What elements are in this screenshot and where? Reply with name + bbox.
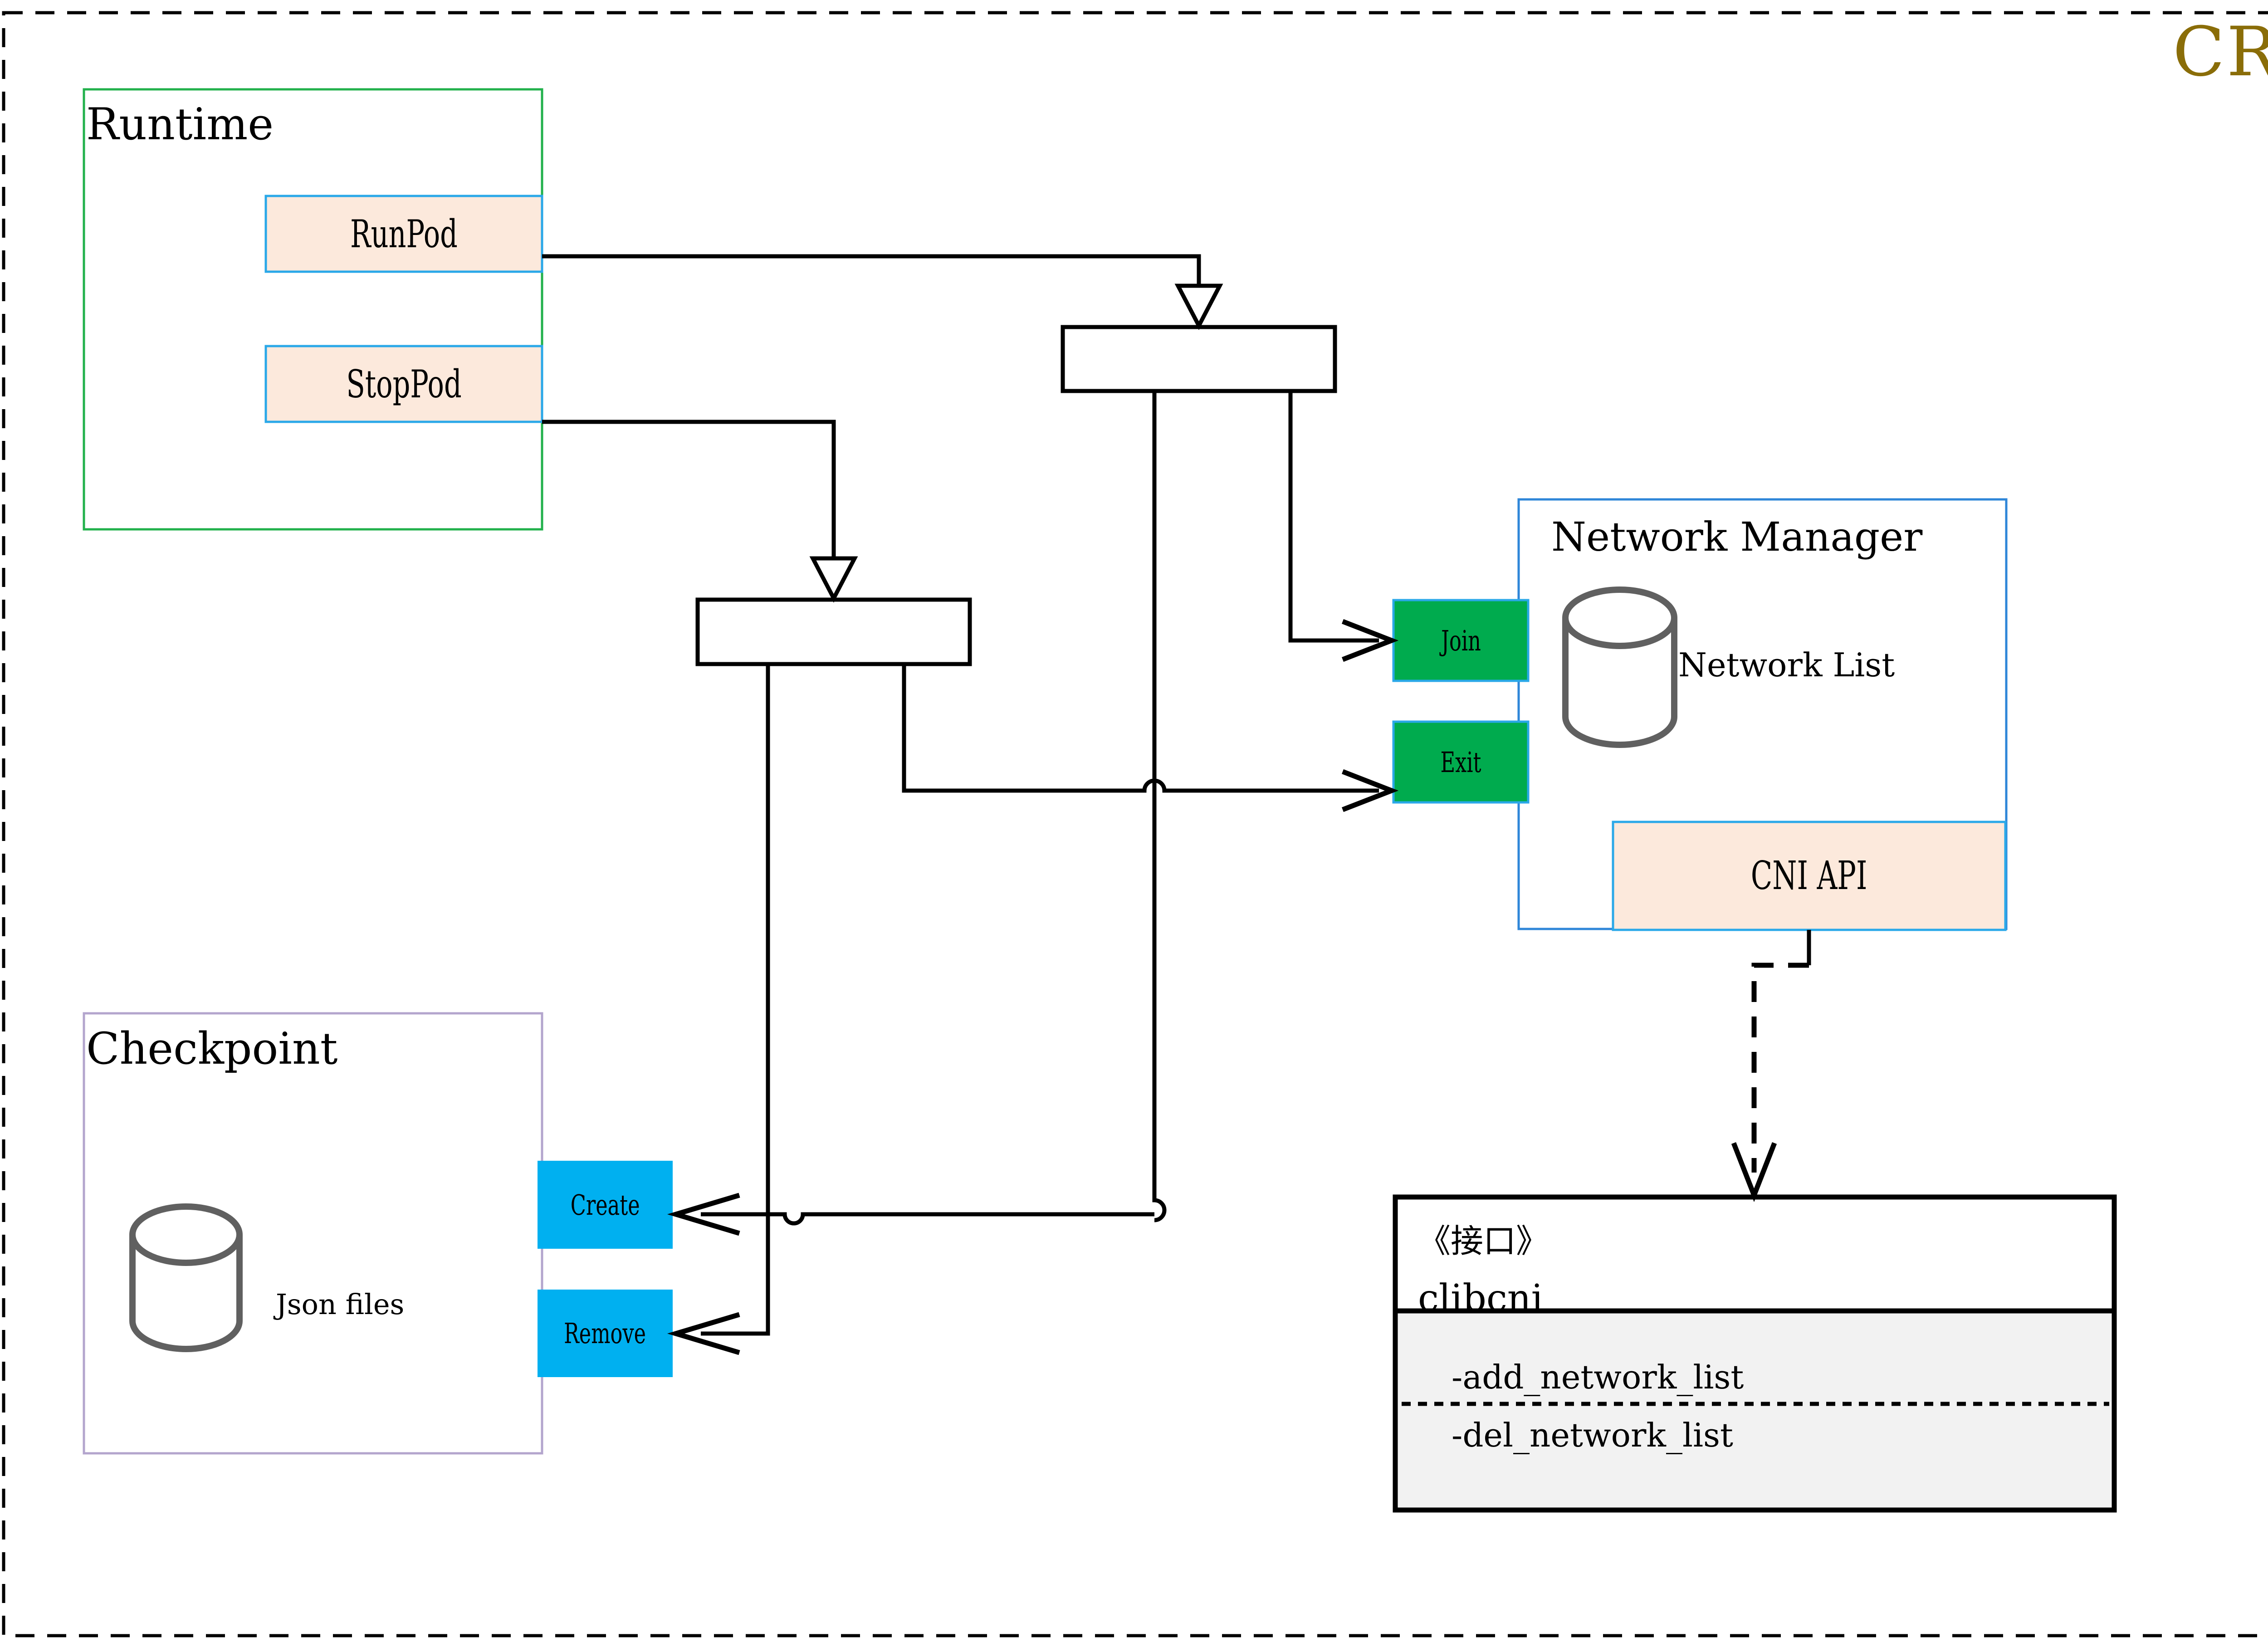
diagram-title: CRI <box>2173 13 2268 92</box>
stop-pod-label: StopPod <box>346 362 462 406</box>
edge-runpod-to-fork-top <box>542 254 1201 318</box>
create-label: Create <box>570 1188 640 1222</box>
fork-bar-bottom <box>695 597 972 666</box>
outer-dashed-frame <box>2 11 2268 1637</box>
open-triangle-arrowhead-icon <box>667 1192 740 1236</box>
remove-label: Remove <box>564 1317 646 1350</box>
run-pod-box[interactable] <box>264 195 543 273</box>
clibcni-name: clibcni <box>1418 1277 1543 1320</box>
fork-bar-top <box>1061 325 1337 393</box>
run-pod-label: RunPod <box>350 211 458 256</box>
clibcni-method-item: -del_network_list <box>1452 1416 1733 1454</box>
edge-fork-top-left-leg <box>1152 391 1167 1222</box>
stop-pod-box[interactable] <box>264 345 543 423</box>
network-manager-group-label: Network Manager <box>1551 513 1923 560</box>
json-files-cylinder-icon <box>129 1203 243 1352</box>
join-label: Join <box>1441 624 1481 657</box>
runtime-group-label: Runtime <box>86 99 274 150</box>
open-triangle-arrowhead-icon <box>1342 769 1399 812</box>
exit-box[interactable] <box>1392 720 1530 804</box>
edge-fork-top-right-to-join <box>1288 391 1379 643</box>
clibcni-method-item: -add_network_list <box>1452 1358 1744 1396</box>
create-box[interactable] <box>538 1161 673 1249</box>
checkpoint-group-label: Checkpoint <box>86 1023 338 1074</box>
clibcni-stereotype: 《接口》 <box>1418 1222 1549 1260</box>
network-list-cylinder-icon <box>1562 586 1677 748</box>
edge-cni-api-dependency-dashed <box>1751 963 1809 1173</box>
checkpoint-group-box <box>83 1012 543 1455</box>
clibcni-methods-compartment <box>1398 1311 2112 1507</box>
edge-fork-top-left-to-create <box>701 1212 1154 1226</box>
open-triangle-arrowhead-icon <box>667 1312 740 1355</box>
edge-stoppod-to-fork-bottom <box>542 420 836 590</box>
open-triangle-arrowhead-icon <box>1342 619 1399 662</box>
remove-box[interactable] <box>538 1290 673 1377</box>
edge-fork-bottom-left-to-remove <box>701 664 770 1336</box>
runtime-group-box <box>83 88 543 531</box>
hollow-triangle-arrowhead-icon <box>1174 283 1223 330</box>
network-list-label: Network List <box>1678 646 1895 684</box>
json-files-label: Json files <box>276 1288 405 1321</box>
hollow-triangle-arrowhead-icon <box>809 556 858 603</box>
cni-api-label: CNI API <box>1751 853 1867 899</box>
v-arrowhead-icon <box>1731 1142 1777 1202</box>
edge-fork-bottom-right-to-exit <box>902 664 1379 793</box>
exit-label: Exit <box>1440 745 1481 779</box>
